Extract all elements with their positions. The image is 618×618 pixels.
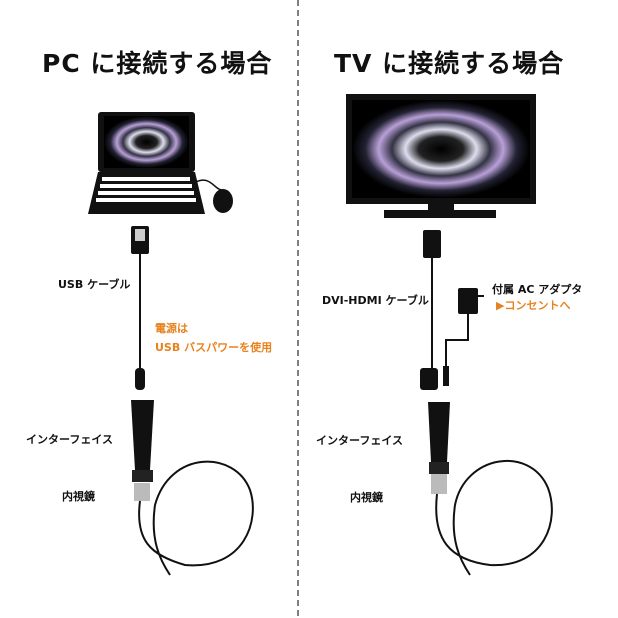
interface-label-left: インターフェイス: [26, 433, 114, 446]
ac-adapter-label: 付属 AC アダプタ: [492, 283, 583, 296]
outlet-label: ▶コンセントへ: [496, 299, 571, 312]
scope-label-left: 内視鏡: [62, 490, 95, 503]
interface-right-icon: [428, 402, 553, 576]
interface-label-right: インターフェイス: [316, 434, 404, 447]
pc-connection-title: PC に接続する場合: [42, 49, 273, 78]
usb-cable-label: USB ケーブル: [58, 278, 131, 291]
tv-connection-title: TV に接続する場合: [334, 49, 565, 78]
power-note-line2: USB バスパワーを使用: [155, 341, 273, 354]
ac-adapter-icon: [443, 288, 484, 386]
scope-label-right: 内視鏡: [350, 491, 383, 504]
power-note-line1: 電源は: [155, 322, 188, 335]
tv-icon: [346, 94, 536, 218]
dvi-hdmi-cable-label: DVI-HDMI ケーブル: [322, 294, 429, 307]
usb-cable-icon: [131, 226, 149, 390]
laptop-icon: [88, 112, 233, 214]
interface-left-icon: [131, 400, 254, 576]
dvi-hdmi-cable-icon: [420, 230, 441, 390]
